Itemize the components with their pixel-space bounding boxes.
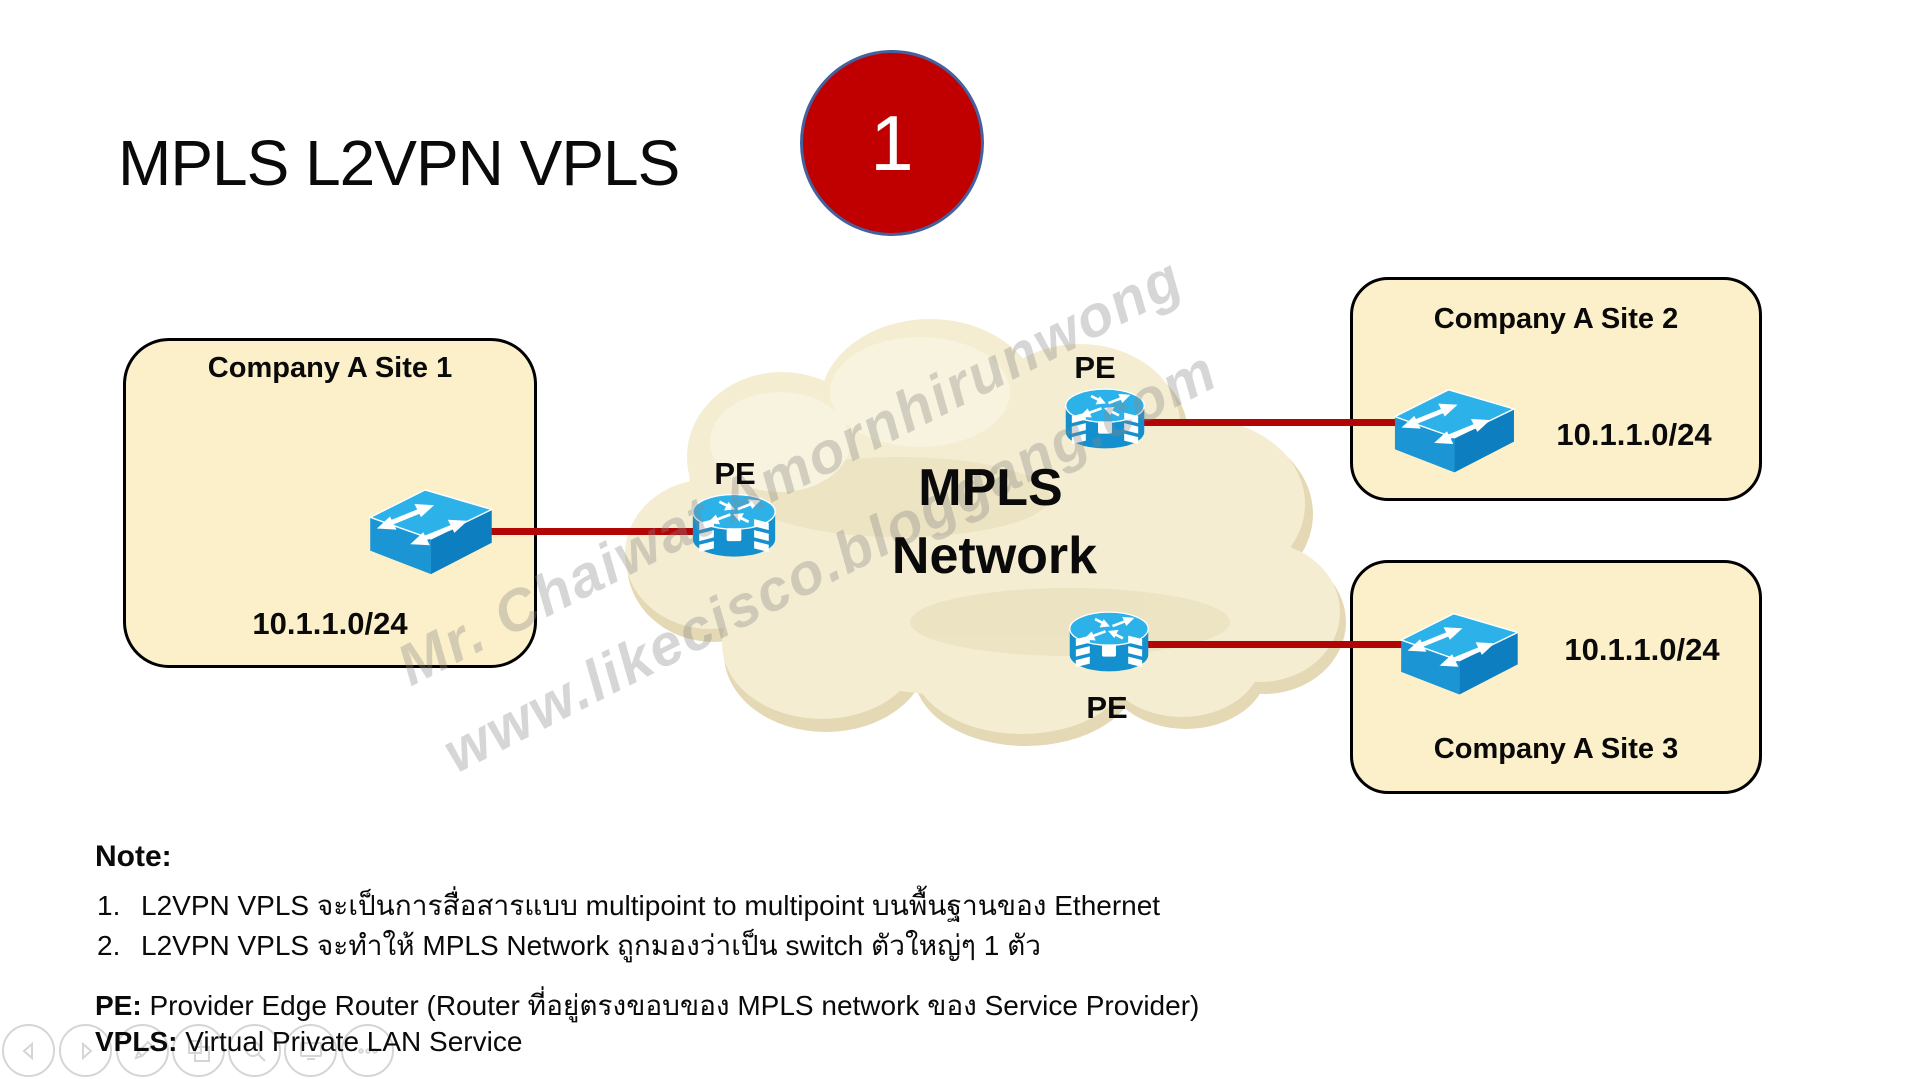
page-title: MPLS L2VPN VPLS [118, 127, 680, 199]
site3-switch-icon [1399, 612, 1520, 695]
pen-icon [133, 1040, 153, 1060]
connection-pe-site3 [1146, 641, 1412, 648]
pe-left-label: PE [714, 456, 756, 491]
note-item-1-text: L2VPN VPLS จะเป็นการสื่อสารแบบ multipoin… [141, 890, 1161, 921]
slide-number: 1 [870, 98, 914, 187]
see-all-slides-button[interactable] [172, 1024, 225, 1077]
site1-name: Company A Site 1 [207, 352, 453, 384]
next-arrow-icon [81, 1041, 93, 1060]
slide-number-badge: 1 [800, 50, 984, 236]
note-item-1: 1. L2VPN VPLS จะเป็นการสื่อสารแบบ multipo… [97, 884, 1160, 928]
cloud-label-line2: Network [891, 527, 1098, 585]
definition-pe: PE: Provider Edge Router (Router ที่อยู่… [95, 984, 1199, 1028]
ellipsis-icon [357, 1047, 378, 1054]
pen-tool-button[interactable] [116, 1024, 169, 1077]
note-item-1-number: 1. [97, 890, 121, 921]
site3-name: Company A Site 3 [1433, 733, 1679, 765]
site2-name: Company A Site 2 [1433, 303, 1679, 335]
note-item-2: 2. L2VPN VPLS จะทำให้ MPLS Network ถูกมอง… [97, 924, 1041, 968]
definition-pe-text: Provider Edge Router (Router ที่อยู่ตรงข… [141, 990, 1200, 1021]
site3-subnet: 10.1.1.0/24 [1564, 632, 1720, 667]
definition-vpls: VPLS: Virtual Private LAN Service [95, 1026, 522, 1058]
zoom-slide-button[interactable] [228, 1024, 281, 1077]
definition-vpls-text: Virtual Private LAN Service [177, 1026, 523, 1057]
site2-subnet: 10.1.1.0/24 [1556, 417, 1712, 452]
display-settings-button[interactable] [284, 1024, 337, 1077]
site1-switch-icon [368, 489, 494, 575]
definition-vpls-term: VPLS: [95, 1026, 178, 1057]
pe-top-label: PE [1074, 350, 1116, 385]
previous-arrow-icon [21, 1041, 33, 1060]
note-item-2-text: L2VPN VPLS จะทำให้ MPLS Network ถูกมองว่… [141, 930, 1042, 961]
pe-left-router-icon [692, 493, 776, 557]
magnifier-icon [244, 1040, 266, 1062]
site1-subnet: 10.1.1.0/24 [252, 606, 408, 641]
monitor-icon [299, 1041, 322, 1060]
pe-bottom-router-icon [1069, 611, 1149, 672]
site2-box [1350, 277, 1762, 501]
pe-top-router-icon [1065, 388, 1145, 449]
cloud-label-line1: MPLS [918, 459, 1063, 517]
slides-grid-icon [187, 1039, 210, 1062]
previous-slide-button[interactable] [2, 1024, 55, 1077]
connection-pe-site2 [1140, 419, 1410, 426]
note-item-2-number: 2. [97, 930, 121, 961]
note-heading: Note: [95, 840, 172, 873]
pe-bottom-label: PE [1086, 690, 1128, 725]
connection-site1-pe [487, 528, 702, 535]
more-options-button[interactable] [341, 1024, 394, 1077]
definition-pe-term: PE: [95, 990, 142, 1021]
site2-switch-icon [1393, 388, 1516, 473]
next-slide-button[interactable] [59, 1024, 112, 1077]
